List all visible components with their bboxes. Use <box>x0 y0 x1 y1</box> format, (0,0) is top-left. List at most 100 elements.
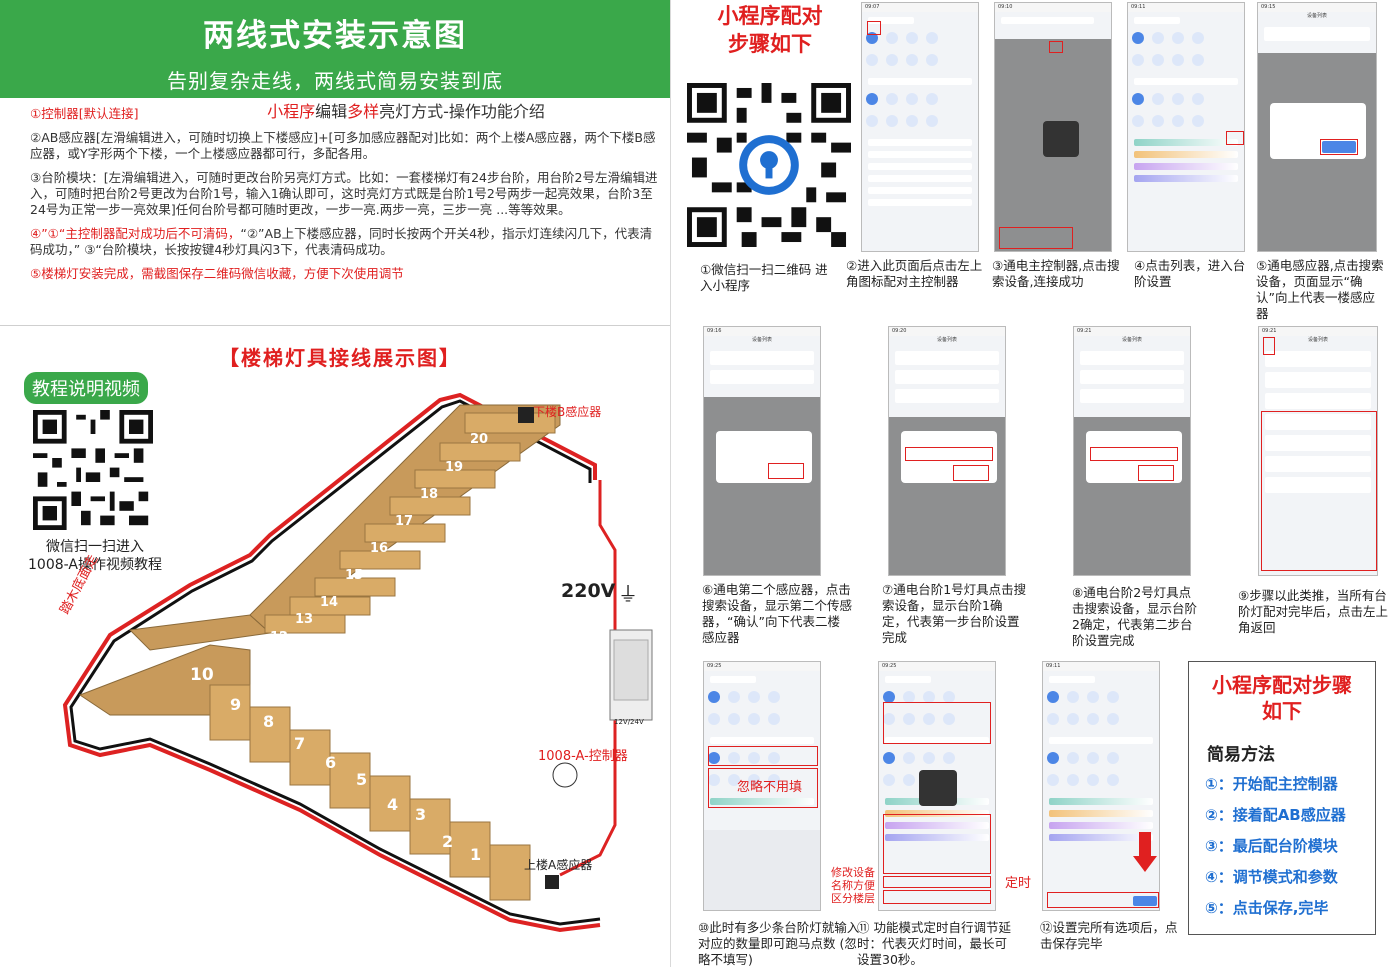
down-sensor <box>518 407 534 423</box>
steps-box-item: ②：接着配AB感应器 <box>1205 806 1346 824</box>
caption-step-5: ⑤通电感应器,点击搜索设备，页面显示“确认”向上代表一楼感应器 <box>1256 258 1384 321</box>
step-label: 1 <box>470 845 482 864</box>
annot-ignore: 忽略不用填 <box>737 780 803 795</box>
steps-box-item: ④：调节模式和参数 <box>1205 868 1338 886</box>
step-label: 4 <box>387 795 399 814</box>
step-label: 2 <box>442 832 454 851</box>
down-sensor-label: 下楼B感应器 <box>533 405 602 419</box>
status-bar: 09:25 <box>704 662 820 671</box>
intro-p1: ①控制器[默认连接] <box>30 106 139 121</box>
horizontal-divider <box>0 325 670 326</box>
step-label: 8 <box>263 712 275 731</box>
intro-title-part: 小程序 <box>267 102 316 121</box>
qr-code-miniprogram <box>687 83 851 247</box>
phone-title: 设备列表 <box>1307 337 1328 343</box>
status-bar: 09:10 <box>995 3 1111 12</box>
status-bar: 09:20 <box>889 327 1005 336</box>
caption-step-4: ④点击列表，进入台阶设置 <box>1134 258 1246 289</box>
right-title-line: 步骤如下 <box>728 32 812 56</box>
annot-timer: 定时 <box>1005 876 1032 891</box>
step-label: 17 <box>395 514 414 529</box>
wiring-title: 【楼梯灯具接线展示图】 <box>219 346 461 370</box>
annot-rename: 修改设备 名称方便 区分楼层 <box>831 866 875 905</box>
phone-screen-12: 09:11 <box>1042 661 1160 911</box>
caption-step-6: ⑥通电第二个感应器，点击搜索设备，显示第二个传感器，“确认”向下代表二楼感应器 <box>702 582 853 645</box>
video-badge: 教程说明视频 <box>24 372 148 404</box>
vertical-divider <box>670 0 671 967</box>
phone-title: 设备列表 <box>1121 337 1142 343</box>
steps-box-subtitle: 简易方法 <box>1207 745 1275 765</box>
step-label: 9 <box>230 695 242 714</box>
step-label: 6 <box>325 753 337 772</box>
step-label: 14 <box>320 595 339 610</box>
caption-step-9: ⑨步骤以此类推，当所有台阶灯配对完毕后，点击左上角返回 <box>1238 588 1389 635</box>
caption-step-1: ①微信扫一扫二维码 进入小程序 <box>700 262 828 293</box>
steps-box-title-line: 如下 <box>1262 699 1302 723</box>
status-bar: 09:11 <box>1128 3 1244 12</box>
plug-icon: ⏚ <box>618 582 638 606</box>
staircase-diagram <box>62 392 653 933</box>
intro-p4-text: “②”AB上下楼感应器，同时长按两个开关4秒，指示灯连续闪几下，代表清码成功，”… <box>30 226 653 257</box>
phone-screen-5: 09:15 设备列表 <box>1257 2 1377 252</box>
qr-caption-line: 微信扫一扫进入 <box>46 539 144 555</box>
step-label: 20 <box>470 432 489 447</box>
steps-box-title: 小程序配对步骤 如下 <box>1189 672 1375 724</box>
phone-screen-7: 09:20 设备列表 <box>888 326 1006 576</box>
wire-right <box>559 480 617 877</box>
step-label: 12 <box>270 630 289 645</box>
header-banner: 两线式安装示意图 告别复杂走线，两线式简易安装到底 <box>0 0 670 98</box>
psu-label: 12V/24V <box>614 718 644 726</box>
intro-title-part: 多样 <box>347 102 380 121</box>
step-label: 19 <box>445 460 464 475</box>
caption-step-10: ⑩此时有多少条台阶灯就输入对应的数量即可跑马点数 (忽略不填写) <box>698 920 860 967</box>
status-bar: 09:21 <box>1259 327 1377 336</box>
step-label: 7 <box>294 734 306 753</box>
qr-caption-line: 1008-A操作视频教程 <box>28 557 162 573</box>
status-bar: 09:21 <box>1074 327 1190 336</box>
intro-title-part: 亮灯方式-操作功能介绍 <box>379 102 545 121</box>
phone-title: 设备列表 <box>1306 13 1327 19</box>
phone-screen-4: 09:11 <box>1127 2 1245 252</box>
landing <box>78 644 251 716</box>
caption-step-8: ⑧通电台阶2号灯具点击搜索设备，显示台阶2确定，代表第二步台阶设置完成 <box>1072 585 1198 648</box>
intro-p4-red: ④”①“主控制器配对成功后不可清码， <box>30 226 241 241</box>
step-label: 13 <box>295 612 314 627</box>
controller-label: 1008-A-控制器 <box>538 749 628 764</box>
up-sensor-label: 上楼A感应器 <box>524 858 593 872</box>
steps-summary-box: 小程序配对步骤 如下 简易方法 ①：开始配主控制器 ②：接着配AB感应器 ③：最… <box>1188 661 1376 935</box>
status-bar: 09:16 <box>704 327 820 336</box>
steps-box-title-line: 小程序配对步骤 <box>1212 673 1352 697</box>
caption-step-12: ⑫设置完所有选项后，点击保存完毕 <box>1040 920 1178 951</box>
step-label: 15 <box>345 568 364 583</box>
step-label: 16 <box>370 541 389 556</box>
step-label: 18 <box>420 487 439 502</box>
up-sensor <box>545 875 559 889</box>
intro-p4: ④”①“主控制器配对成功后不可清码，“②”AB上下楼感应器，同时长按两个开关4秒… <box>30 226 662 258</box>
wire-outer <box>62 392 601 933</box>
phone-title: 设备列表 <box>751 337 772 343</box>
phone-screen-2: 09:07 <box>861 2 979 252</box>
step-label: 5 <box>356 770 368 789</box>
intro-section: 小程序编辑多样亮灯方式-操作功能介绍 ①控制器[默认连接] ②AB感应器[左滑编… <box>30 100 662 290</box>
step-label: 3 <box>415 805 427 824</box>
steps-box-item: ①：开始配主控制器 <box>1205 775 1338 793</box>
steps-box-item: ③：最后配台阶模块 <box>1205 837 1338 855</box>
status-bar: 09:07 <box>862 3 978 12</box>
qr-code-video <box>33 410 153 530</box>
phone-screen-11: 09:25 <box>878 661 996 911</box>
intro-title: 小程序编辑多样亮灯方式-操作功能介绍 <box>150 104 662 120</box>
step-label: 10 <box>190 665 214 685</box>
voltage-label: 220V <box>561 580 616 602</box>
header-title: 两线式安装示意图 <box>203 18 467 54</box>
header-subtitle: 告别复杂走线，两线式简易安装到底 <box>167 69 503 93</box>
right-title: 小程序配对 步骤如下 <box>690 2 850 58</box>
caption-step-11: ⑪ 功能模式定时自行调节延时：代表灭灯时间，最长可设置30秒。 <box>857 920 1011 967</box>
steps-box-item: ⑤：点击保存,完毕 <box>1205 899 1329 917</box>
intro-p5: ⑤楼梯灯安装完成，需截图保存二维码微信收藏，方便下次使用调节 <box>30 266 404 281</box>
caption-step-7: ⑦通电台阶1号灯具点击搜索设备，显示台阶1确定，代表第一步台阶设置完成 <box>882 582 1027 645</box>
status-bar: 09:11 <box>1043 662 1159 671</box>
intro-title-part: 编辑 <box>315 102 348 121</box>
qr-caption: 微信扫一扫进入 1008-A操作视频教程 <box>10 538 180 574</box>
phone-title: 设备列表 <box>936 337 957 343</box>
caption-step-2: ②进入此页面后点击左上角图标配对主控制器 <box>846 258 983 289</box>
